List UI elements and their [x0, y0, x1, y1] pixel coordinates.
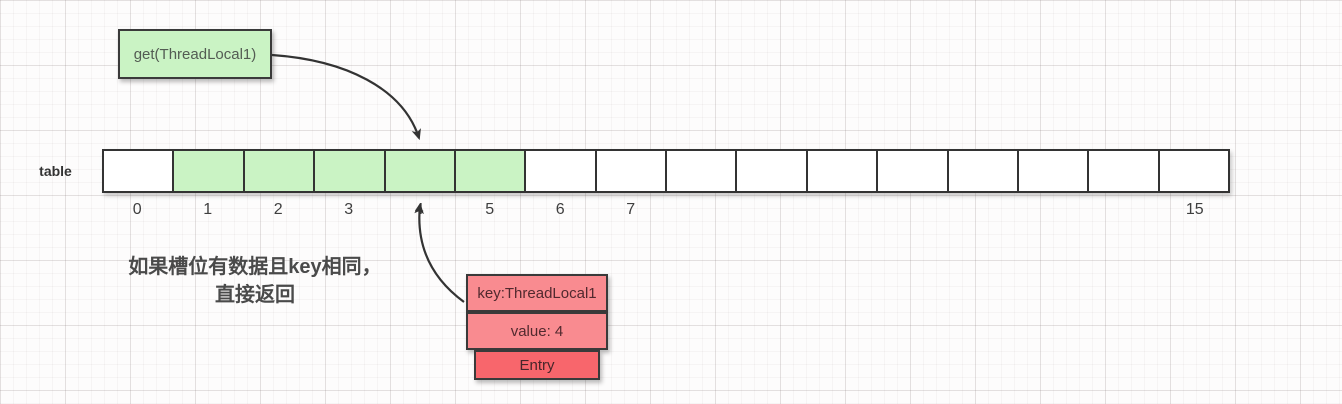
slot-index-label-0: 0 [132, 201, 142, 218]
slot-index-label-7: 7 [626, 201, 636, 218]
slot-index-label-2: 2 [273, 201, 283, 218]
entry-title-box: Entry [474, 350, 600, 380]
table-cell-10 [805, 149, 879, 193]
slot-index-label-4: 4 [414, 201, 424, 218]
slot-index-label-14 [1089, 201, 1160, 221]
table-cell-8 [665, 149, 738, 193]
table-cell-5 [453, 149, 527, 193]
table-cell-13 [1016, 149, 1090, 193]
slot-index-label-6: 6 [555, 201, 565, 218]
slot-index-label-9 [737, 201, 808, 221]
slot-index-label-15: 15 [1185, 201, 1204, 218]
slot-index-label-12 [948, 201, 1019, 221]
table-cell-12 [946, 149, 1019, 193]
slot-index-label-5: 5 [485, 201, 495, 218]
slot-index-label-10 [807, 201, 878, 221]
table-cell-7 [594, 149, 667, 193]
slot-index-label-8 [666, 201, 737, 221]
entry-key-label: key:ThreadLocal1 [477, 284, 597, 302]
table-cell-11 [876, 149, 949, 193]
annotation-line-2: 直接返回 [215, 284, 295, 306]
get-threadlocal-box: get(ThreadLocal1) [118, 29, 272, 79]
annotation-note: 如果槽位有数据且key相同， 直接返回 [105, 253, 405, 309]
get-threadlocal-label: get(ThreadLocal1) [133, 45, 257, 63]
hash-table-row [102, 149, 1230, 193]
table-cell-1 [172, 149, 245, 193]
slot-index-label-1: 1 [203, 201, 213, 218]
annotation-line-1: 如果槽位有数据且key相同， [128, 256, 382, 278]
entry-title-label: Entry [519, 356, 555, 374]
entry-value-label: value: 4 [510, 322, 564, 340]
table-cell-0 [102, 149, 175, 193]
table-cell-4 [383, 149, 456, 193]
table-cell-2 [242, 149, 316, 193]
entry-key-box: key:ThreadLocal1 [466, 274, 608, 312]
slot-index-label-11 [878, 201, 949, 221]
table-cell-6 [524, 149, 597, 193]
slot-index-label-13 [1019, 201, 1090, 221]
table-cell-14 [1087, 149, 1160, 193]
slot-index-label-3: 3 [344, 201, 354, 218]
table-label: table [39, 163, 72, 179]
table-cell-9 [735, 149, 808, 193]
table-cell-3 [313, 149, 386, 193]
arrow-get-to-slot4 [271, 53, 421, 141]
entry-value-box: value: 4 [466, 312, 608, 350]
table-cell-15 [1157, 149, 1230, 193]
slot-index-row: 0 1 2 3 4 5 6 7 15 [102, 201, 1230, 221]
